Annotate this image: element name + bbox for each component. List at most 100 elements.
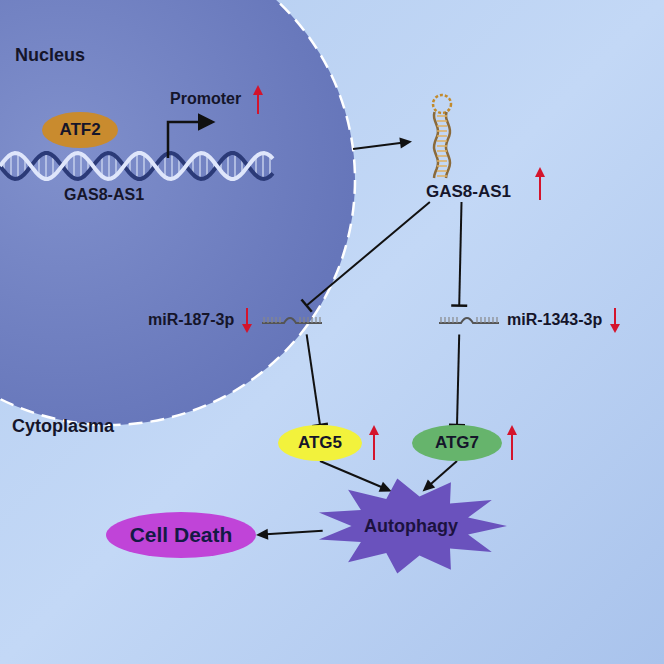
nucleus-disc: [0, 0, 355, 425]
up-arrow: [511, 430, 513, 460]
inhibit-bar: [451, 304, 467, 307]
arrow-shaft: [614, 308, 616, 326]
mirna-base: [308, 317, 309, 323]
mirna-base: [496, 317, 497, 323]
node-label: ATF2: [59, 120, 100, 140]
up-arrow: [373, 430, 375, 460]
arrow-head: [610, 324, 620, 333]
connector: [423, 461, 457, 491]
mirna-base: [440, 317, 441, 323]
mirna-base: [448, 317, 449, 323]
node-label: Autophagy: [364, 516, 458, 537]
hairpin-strand: [434, 112, 438, 178]
dna-rung: [108, 153, 109, 179]
arrow-head: [242, 324, 252, 333]
dna-rung: [171, 153, 172, 179]
node-label: GAS8-AS1: [426, 182, 511, 202]
connector: [353, 138, 412, 149]
promoter-arrow: [168, 122, 212, 158]
nucleus-region: NucleusATF2: [0, 0, 355, 425]
node-label: ATG7: [435, 433, 479, 453]
hairpin-base: [437, 150, 447, 152]
mirna-base: [492, 317, 493, 323]
node-label: ATG5: [298, 433, 342, 453]
dna-rung: [234, 153, 235, 178]
connector-line: [266, 531, 323, 535]
lncrna-hairpin: [418, 92, 474, 180]
hairpin-base: [437, 155, 447, 157]
ellipse-node: ATG5: [278, 425, 362, 461]
hairpin-base: [437, 170, 447, 172]
dna-strand: [0, 153, 273, 179]
hairpin-base: [437, 175, 447, 177]
up-arrow: [257, 90, 259, 114]
arrow-head: [399, 138, 412, 149]
dna-rung: [143, 154, 144, 177]
connector: [256, 529, 323, 540]
mirna-icon: [437, 309, 501, 331]
arrow-head: [379, 482, 392, 492]
connector: [451, 202, 467, 306]
dna-rung: [199, 153, 200, 179]
mirna-strand: [439, 318, 499, 323]
star-outline: [319, 479, 507, 574]
mirna-base: [480, 317, 481, 323]
arrow-shaft: [246, 308, 248, 326]
mirna-base: [452, 317, 453, 323]
hairpin-base: [437, 160, 447, 162]
connector-line: [459, 202, 461, 306]
connector-line: [457, 334, 459, 425]
connector-line: [320, 461, 383, 488]
dna-rung: [227, 154, 228, 177]
mirna-base: [456, 317, 457, 323]
hairpin-base: [437, 120, 447, 122]
mirna-base: [276, 317, 277, 323]
mirna-base: [488, 317, 489, 323]
dna-rung: [73, 154, 74, 178]
hairpin-base: [437, 130, 447, 132]
connector: [449, 334, 465, 425]
hairpin-base: [437, 145, 447, 147]
mirna-base: [316, 317, 317, 323]
dna-rung: [206, 155, 207, 177]
dna-rung: [136, 153, 137, 178]
mirna-base: [484, 317, 485, 323]
mirna-node: miR-1343-3p: [437, 304, 622, 336]
mirna-icon: [260, 309, 324, 331]
free-label: Promoter: [170, 90, 241, 108]
down-arrow: [240, 306, 254, 334]
mirna-node: miR-187-3p: [148, 304, 324, 336]
hairpin-base: [437, 140, 447, 142]
arrow-head: [423, 479, 436, 491]
node-label: miR-187-3p: [148, 311, 234, 329]
hairpin-base: [437, 165, 447, 167]
hairpin-loop: [433, 95, 451, 113]
connector-line: [307, 202, 430, 306]
dna-helix: [0, 153, 273, 179]
mirna-base: [312, 317, 313, 323]
node-label: Nucleus: [15, 45, 85, 66]
up-arrow: [539, 172, 541, 200]
inhibit-bar: [301, 299, 311, 311]
dna-strand: [0, 153, 273, 179]
hairpin-base: [437, 115, 447, 117]
connector: [301, 202, 429, 312]
free-label: Cytoplasma: [12, 416, 114, 437]
dna-rung: [10, 154, 11, 177]
mirna-base: [476, 317, 477, 323]
dna-rung: [262, 153, 263, 179]
mirna-base: [272, 317, 273, 323]
hairpin-strand: [446, 112, 450, 178]
mirna-base: [268, 317, 269, 323]
node-label: miR-1343-3p: [507, 311, 602, 329]
autophagy-star: Autophagy: [315, 478, 507, 574]
hairpin-base: [437, 125, 447, 127]
mirna-strand: [262, 318, 322, 323]
free-label: GAS8-AS1: [64, 186, 144, 204]
mirna-base: [444, 317, 445, 323]
dna-rung: [80, 154, 81, 178]
node-label: Cell Death: [130, 523, 233, 547]
